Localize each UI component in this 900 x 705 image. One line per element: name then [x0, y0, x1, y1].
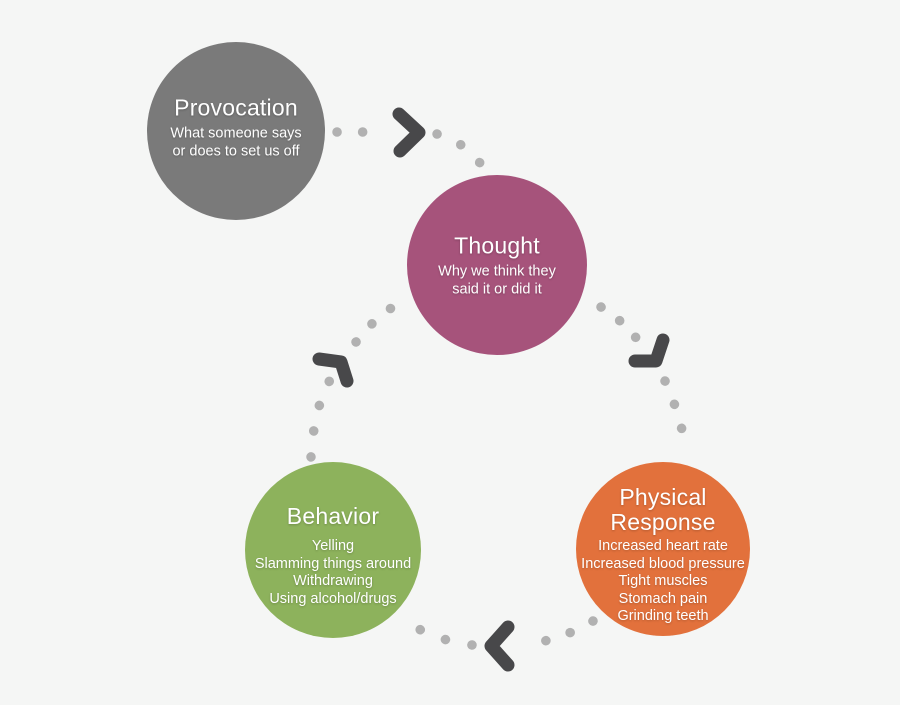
- dotted-connector-thought-to-arrow: [596, 302, 645, 348]
- circle-thought: [407, 175, 587, 355]
- circle-behavior: [245, 462, 421, 638]
- dotted-connector-arrow-to-thought: [432, 129, 485, 168]
- arrow-physical-to-behavior-icon: [484, 620, 515, 672]
- dotted-connector-behavior-to-arrow: [306, 375, 335, 462]
- arrow-provocation-to-thought-icon: [392, 107, 426, 158]
- dotted-connector-arrow-to-physical: [660, 376, 687, 435]
- arrow-thought-to-physical-icon: [628, 333, 670, 368]
- dotted-connectors: [306, 127, 687, 650]
- circle-provocation: [147, 42, 325, 220]
- arrow-behavior-to-thought-icon: [312, 352, 354, 388]
- circle-physical-response: [576, 462, 750, 636]
- arrowheads: [312, 107, 670, 672]
